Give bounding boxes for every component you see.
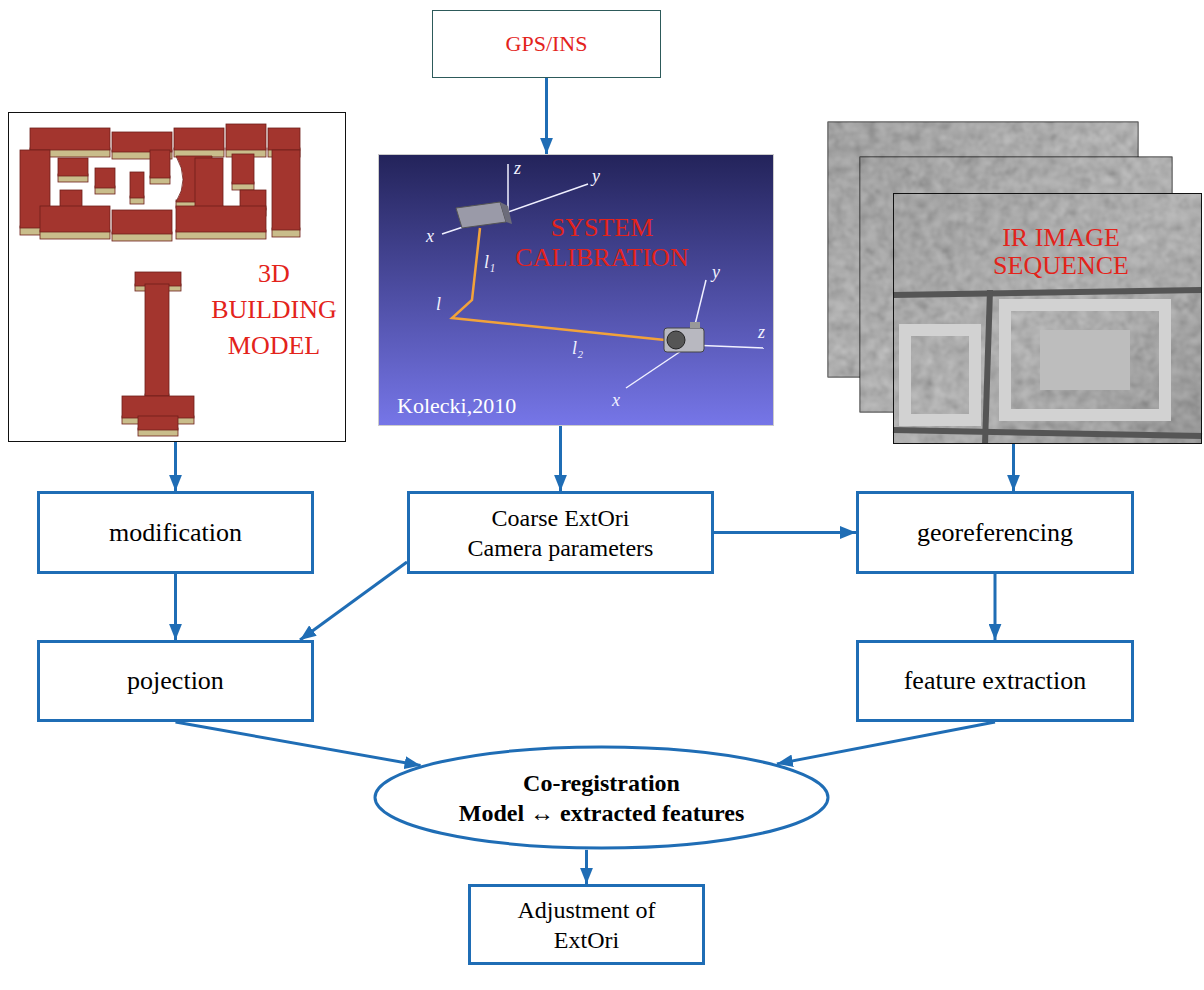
axis-label: l₂ [572,338,583,358]
axis-label: x [612,390,620,410]
node-label: modification [109,518,242,548]
axis-label: y [592,166,600,186]
building-model [20,124,300,436]
flow-arrow [585,850,588,884]
ir-image-stack [828,122,1202,444]
flow-arrow [176,722,421,765]
axis-label-text: z [514,158,521,178]
process-box: georeferencing [856,491,1134,574]
axis-label-text: l [436,294,441,314]
calibration-panel: SYSTEM CALIBRATION Kolecki,2010 [378,154,774,426]
node-label: Co-registration [523,768,680,798]
axis-label: z [514,158,521,178]
flow-arrow [994,574,997,640]
axis-label-text: x [612,390,620,410]
process-box: feature extraction [856,640,1134,722]
axis-label-text: l₂ [572,338,583,358]
axis-label-text: x [426,226,434,246]
process-box: modification [37,491,314,574]
axis-label: l₁ [484,252,495,272]
process-ellipse: Co-registrationModel ↔ extracted feature… [373,745,830,850]
axis-label-text: l₁ [484,252,495,272]
process-box: Adjustment of ExtOri [468,884,705,965]
source-box: GPS/INS [432,10,661,78]
node-label: georeferencing [917,518,1073,548]
axis-label: l [436,294,441,314]
axis-label-text: z [758,322,765,342]
node-label: Adjustment of ExtOri [502,895,672,955]
flow-arrow [300,562,407,640]
image-panel: IR IMAGE SEQUENCE [893,193,1202,444]
flow-arrow [174,574,177,640]
axis-label: y [712,262,720,282]
flow-arrow [559,426,562,491]
node-label: 3D BUILDING MODEL [204,256,344,364]
process-box: Coarse ExtOri Camera parameters [407,491,714,574]
axis-label: x [426,226,434,246]
node-label: IR IMAGE SEQUENCE [966,224,1156,280]
model-panel: 3D BUILDING MODEL [8,112,346,442]
node-label: Coarse ExtOri Camera parameters [461,503,661,563]
process-box: pojection [37,640,314,722]
axis-label-text: y [592,166,600,186]
ellipse-outline [373,745,830,850]
flow-arrow [1012,444,1015,491]
panel-title: SYSTEM CALIBRATION [487,213,717,273]
axis-label: z [758,322,765,342]
flow-arrow [174,442,177,491]
node-label: Model ↔ extracted features [459,798,744,828]
credit-note: Kolecki,2010 [397,393,597,419]
flow-arrow [714,531,856,534]
axis-label-text: y [712,262,720,282]
node-label: feature extraction [904,666,1087,696]
flow-arrow [545,78,548,154]
calibration-picture [378,154,774,426]
node-label: pojection [127,666,224,696]
node-label: GPS/INS [506,31,588,57]
flow-arrow [777,722,995,764]
